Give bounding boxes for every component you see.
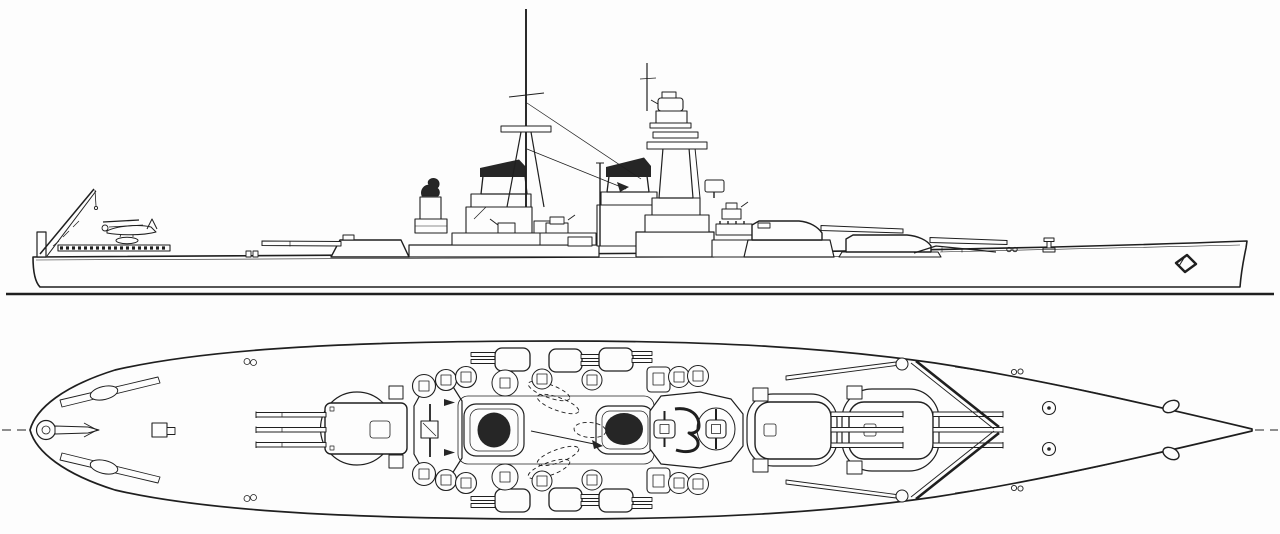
side-elevation-view (6, 9, 1274, 296)
deck-plan-view (2, 340, 1278, 520)
